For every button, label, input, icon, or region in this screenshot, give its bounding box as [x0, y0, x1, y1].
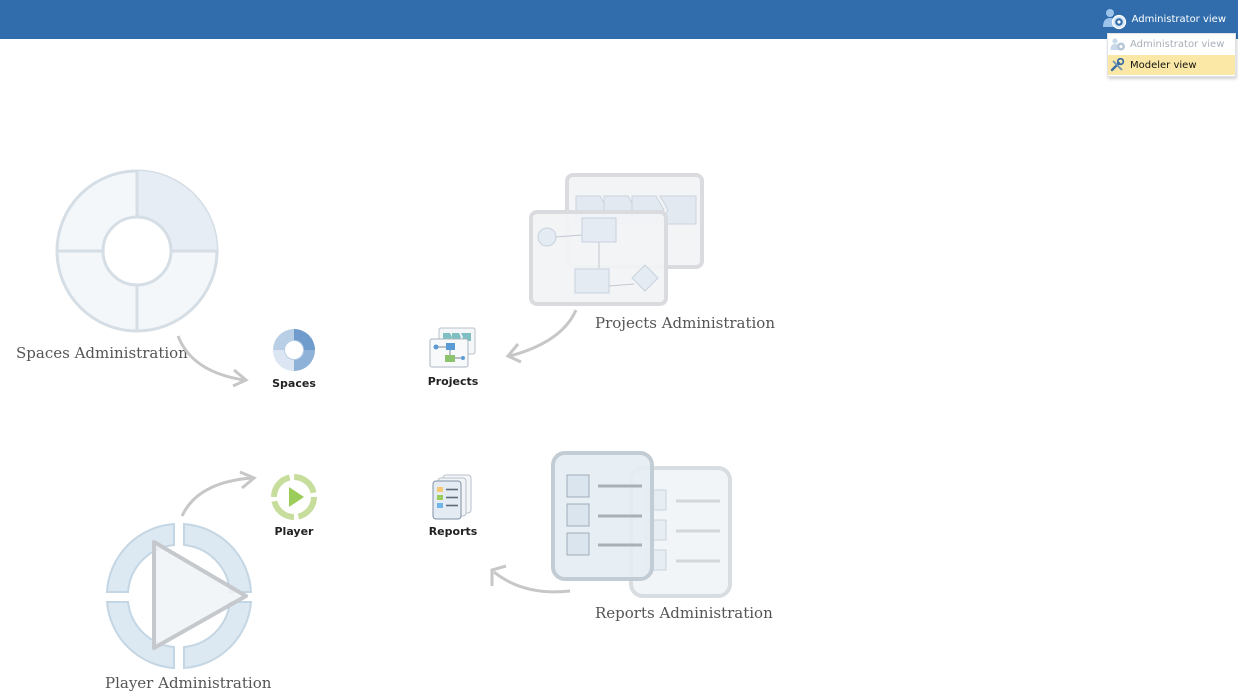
projects-tile[interactable]: Projects: [408, 327, 498, 388]
player-illustration: [105, 522, 253, 670]
reports-arrow-icon: [490, 564, 571, 594]
admin-gear-icon: [1110, 38, 1125, 51]
projects-administration-caption: Projects Administration: [595, 314, 775, 332]
player-arrow-icon: [180, 470, 257, 517]
spaces-tile[interactable]: Spaces: [249, 327, 339, 390]
top-bar: Administrator view: [0, 0, 1238, 39]
spaces-illustration: [55, 169, 219, 333]
modeler-tools-icon: [1110, 58, 1125, 72]
menu-item-modeler-view[interactable]: Modeler view: [1108, 55, 1235, 75]
projects-arrow-icon: [505, 309, 578, 364]
view-menu: Administrator view Modeler view: [1107, 33, 1236, 77]
menu-item-label: Administrator view: [1130, 38, 1225, 50]
projects-illustration: [529, 173, 704, 306]
projects-tile-label: Projects: [427, 375, 479, 388]
player-administration-caption: Player Administration: [105, 674, 272, 692]
spaces-administration-caption: Spaces Administration: [16, 344, 188, 362]
projects-diagram-icon: [429, 327, 476, 368]
reports-illustration: [551, 451, 732, 598]
player-tile-label: Player: [274, 525, 314, 538]
admin-gear-icon: [1102, 9, 1126, 30]
spaces-tile-label: Spaces: [272, 377, 316, 390]
menu-item-administrator-view[interactable]: Administrator view: [1108, 34, 1235, 54]
spaces-ring-icon: [273, 329, 315, 371]
player-play-icon: [271, 474, 317, 520]
reports-tile[interactable]: Reports: [408, 473, 498, 538]
reports-tile-label: Reports: [428, 525, 478, 538]
spaces-arrow-icon: [176, 335, 249, 388]
menu-item-label: Modeler view: [1130, 59, 1197, 71]
view-switcher-button[interactable]: Administrator view: [1102, 6, 1226, 32]
player-tile[interactable]: Player: [249, 473, 339, 538]
reports-administration-caption: Reports Administration: [595, 604, 773, 622]
reports-list-icon: [432, 474, 472, 520]
current-view-label: Administrator view: [1131, 13, 1226, 25]
